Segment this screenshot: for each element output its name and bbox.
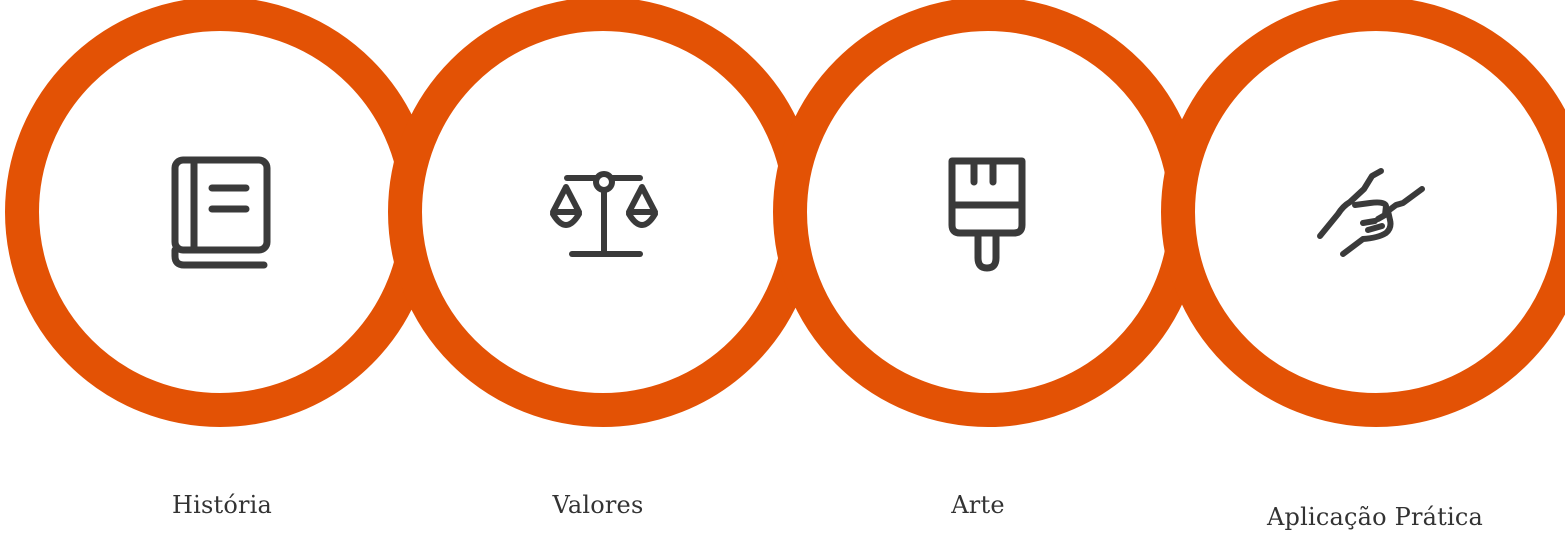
step-ring [773, 0, 1203, 427]
step-label-historia: História [171, 491, 273, 519]
book-icon [171, 156, 271, 269]
step-aplicacao-pratica [1161, 0, 1565, 427]
step-label-arte: Arte [951, 491, 1005, 519]
step-arte [773, 0, 1203, 427]
step-ring [1161, 0, 1565, 427]
step-label-aplicacao-pratica: Aplicação Prática [1266, 503, 1484, 531]
step-historia [5, 0, 435, 427]
step-valores [388, 0, 818, 427]
step-label-valores: Valores [552, 491, 644, 519]
balance-scale-icon [550, 171, 658, 257]
handshake-icon [1317, 168, 1425, 257]
paint-brush-icon [948, 157, 1026, 272]
